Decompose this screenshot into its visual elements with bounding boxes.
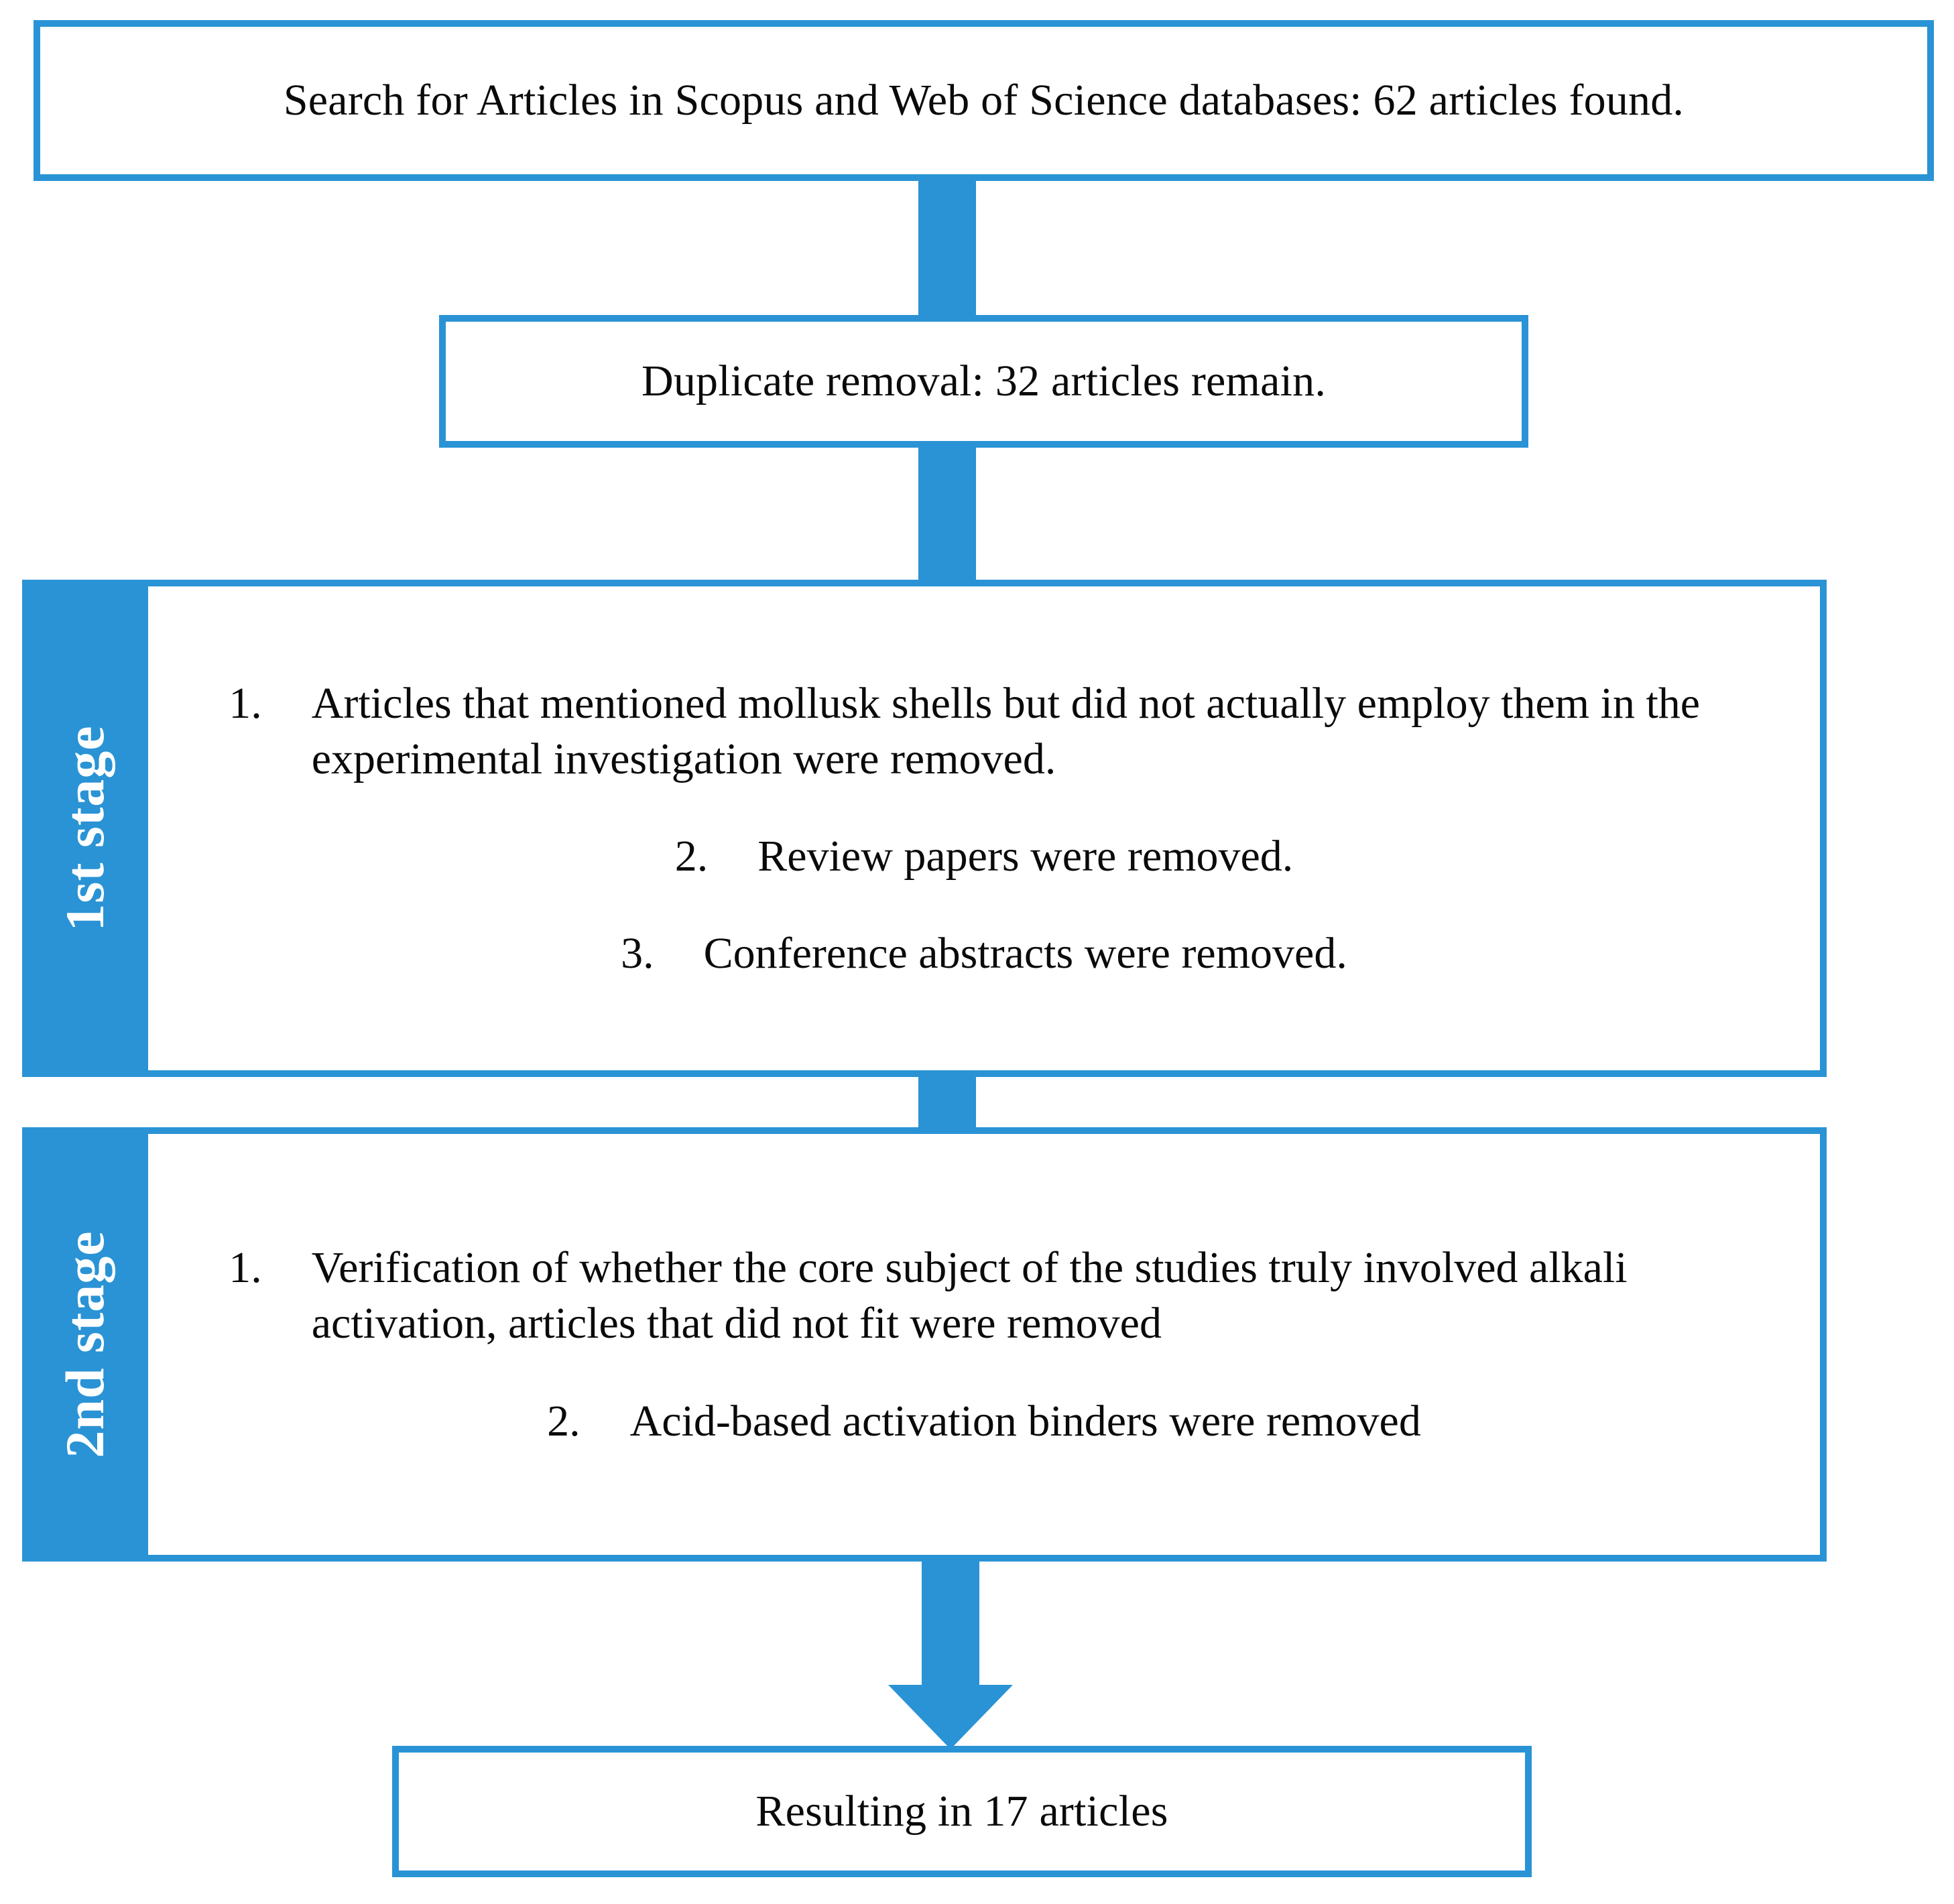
stage-1-label: 1st stage xyxy=(54,725,115,932)
down-arrow-icon xyxy=(888,1560,1013,1749)
list-item: 1. Verification of whether the core subje… xyxy=(175,1240,1793,1351)
stage-1-item-2-text: Conference abstracts were removed. xyxy=(703,929,1347,978)
stage-2-item-0-number: 1. xyxy=(229,1243,262,1293)
list-item: 3. Conference abstracts were removed. xyxy=(175,926,1793,981)
stage-2-label: 2nd stage xyxy=(54,1230,115,1458)
connector-search-to-duplicate xyxy=(918,180,976,318)
stage-2-block: 2nd stage 1. Verification of whether the … xyxy=(22,1127,1827,1562)
list-item: 1. Articles that mentioned mollusk shells… xyxy=(175,676,1793,787)
result-box: Resulting in 17 articles xyxy=(392,1746,1532,1877)
stage-2-list: 1. Verification of whether the core subje… xyxy=(175,1240,1793,1448)
stage-1-item-1-number: 2. xyxy=(674,832,709,881)
duplicate-removal-box: Duplicate removal: 32 articles remain. xyxy=(439,315,1528,448)
list-item: 2. Acid-based activation binders were rem… xyxy=(175,1393,1793,1449)
list-item: 2. Review papers were removed. xyxy=(175,828,1793,884)
connector-stage1-to-stage2 xyxy=(918,1073,976,1131)
duplicate-removal-text: Duplicate removal: 32 articles remain. xyxy=(641,356,1327,405)
stage-2-item-1-number: 2. xyxy=(547,1396,581,1446)
stage-2-item-0-text: Verification of whether the core subject… xyxy=(311,1243,1628,1348)
arrow-head xyxy=(888,1685,1013,1749)
stage-2-item-1-text: Acid-based activation binders were remov… xyxy=(629,1396,1421,1446)
stage-1-item-2-number: 3. xyxy=(621,929,654,978)
search-articles-box: Search for Articles in Scopus and Web of… xyxy=(34,20,1934,181)
stage-1-item-0-number: 1. xyxy=(229,678,262,728)
result-text: Resulting in 17 articles xyxy=(755,1786,1168,1836)
search-articles-text: Search for Articles in Scopus and Web of… xyxy=(283,75,1685,125)
stage-1-tab: 1st stage xyxy=(22,580,148,1077)
connector-duplicate-to-stage1 xyxy=(918,444,976,583)
stage-1-list: 1. Articles that mentioned mollusk shells… xyxy=(175,676,1793,982)
stage-1-item-0-text: Articles that mentioned mollusk shells b… xyxy=(311,678,1701,783)
stage-1-item-1-text: Review papers were removed. xyxy=(757,832,1294,881)
stage-1-body: 1. Articles that mentioned mollusk shells… xyxy=(148,580,1827,1077)
arrow-shaft xyxy=(922,1560,979,1688)
stage-1-block: 1st stage 1. Articles that mentioned moll… xyxy=(22,580,1827,1077)
stage-2-tab: 2nd stage xyxy=(22,1127,148,1562)
stage-2-body: 1. Verification of whether the core subje… xyxy=(148,1127,1827,1562)
